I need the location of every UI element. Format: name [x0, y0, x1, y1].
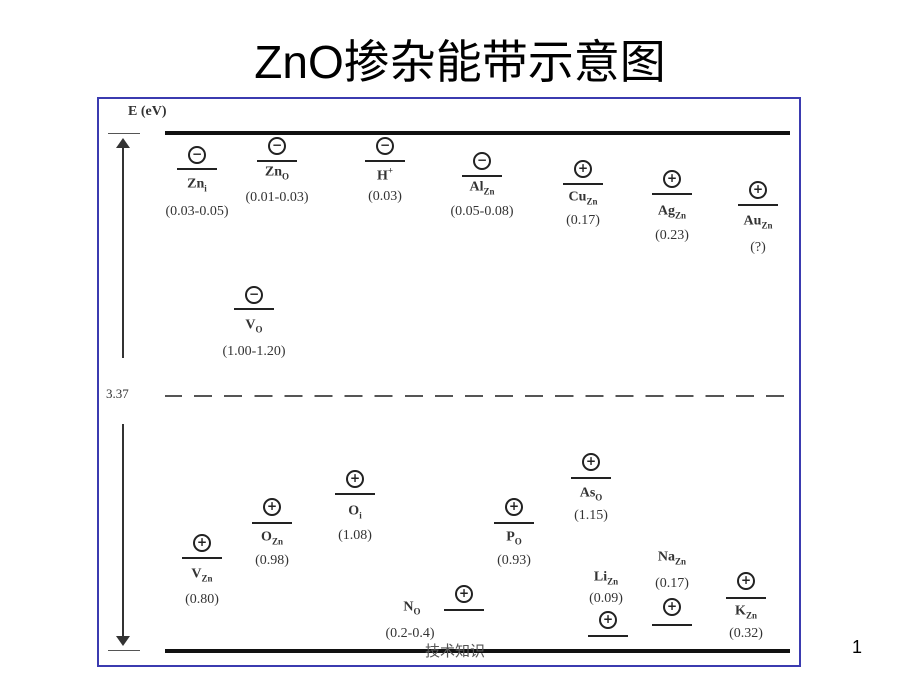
- defect-label: LiZn: [593, 569, 619, 587]
- conduction-band: [165, 131, 790, 135]
- defect-energy: (0.03): [368, 189, 402, 204]
- defect-energy: (0.32): [729, 626, 763, 641]
- defect-label: ZnO: [264, 164, 290, 182]
- defect-label: VO: [245, 317, 263, 335]
- plus-charge-icon: +: [346, 470, 364, 488]
- defect-level-line: [571, 477, 611, 479]
- defect-energy: (0.80): [185, 592, 219, 607]
- defect-label: Zni: [187, 176, 207, 194]
- defect-label: CuZn: [568, 189, 598, 207]
- defect-label: Oi: [348, 503, 362, 521]
- plus-charge-icon: +: [455, 585, 473, 603]
- plus-charge-icon: +: [193, 534, 211, 552]
- plus-charge-icon: +: [574, 160, 592, 178]
- minus-charge-icon: −: [268, 137, 286, 155]
- defect-level-line: [182, 557, 222, 559]
- minus-charge-icon: −: [473, 152, 491, 170]
- defect-energy: (0.93): [497, 553, 531, 568]
- axis-tick-top: [108, 133, 140, 134]
- plus-charge-icon: +: [599, 611, 617, 629]
- defect-level-line: [494, 522, 534, 524]
- defect-energy: (0.23): [655, 228, 689, 243]
- defect-energy: (0.17): [655, 576, 689, 591]
- defect-level-line: [335, 493, 375, 495]
- defect-energy: (0.03-0.05): [165, 204, 229, 219]
- energy-axis-label: E (eV): [128, 104, 167, 119]
- defect-label: AuZn: [743, 213, 773, 231]
- defect-label: KZn: [735, 603, 757, 621]
- gap-label: 3.37: [106, 386, 129, 401]
- watermark: 技术知识: [425, 644, 486, 660]
- defect-energy: (0.09): [589, 591, 623, 606]
- defect-energy: (0.17): [566, 213, 600, 228]
- defect-level-line: [252, 522, 292, 524]
- defect-label: PO: [506, 529, 522, 547]
- plus-charge-icon: +: [749, 181, 767, 199]
- defect-energy: (0.2-0.4): [385, 626, 435, 641]
- defect-label: AsO: [579, 485, 603, 503]
- defect-energy: (1.15): [574, 508, 608, 523]
- plus-charge-icon: +: [582, 453, 600, 471]
- defect-label: NO: [403, 599, 421, 617]
- plus-charge-icon: +: [663, 170, 681, 188]
- plus-charge-icon: +: [263, 498, 281, 516]
- defect-energy: (?): [750, 240, 766, 255]
- defect-level-line: [563, 183, 603, 185]
- defect-label: NaZn: [657, 549, 687, 567]
- axis-arrow-up: [122, 146, 124, 358]
- minus-charge-icon: −: [376, 137, 394, 155]
- diagram-frame: [97, 97, 801, 667]
- arrow-up-icon: [116, 138, 130, 148]
- valence-band: [165, 649, 790, 653]
- defect-level-line: [177, 168, 217, 170]
- defect-energy: (0.98): [255, 553, 289, 568]
- plus-charge-icon: +: [663, 598, 681, 616]
- defect-level-line: [652, 624, 692, 626]
- defect-level-line: [726, 597, 766, 599]
- defect-energy: (0.05-0.08): [450, 204, 514, 219]
- defect-level-line: [588, 635, 628, 637]
- minus-charge-icon: −: [188, 146, 206, 164]
- defect-level-line: [444, 609, 484, 611]
- defect-level-line: [234, 308, 274, 310]
- defect-label: OZn: [261, 529, 283, 547]
- defect-level-line: [257, 160, 297, 162]
- slide-title: ZnO掺杂能带示意图: [254, 36, 666, 88]
- plus-charge-icon: +: [737, 572, 755, 590]
- defect-energy: (1.08): [338, 528, 372, 543]
- arrow-down-icon: [116, 636, 130, 646]
- plus-charge-icon: +: [505, 498, 523, 516]
- defect-energy: (0.01-0.03): [245, 190, 309, 205]
- defect-label: AgZn: [657, 203, 687, 221]
- defect-level-line: [652, 193, 692, 195]
- defect-label: AlZn: [469, 179, 495, 197]
- defect-level-line: [462, 175, 502, 177]
- axis-tick-bottom: [108, 650, 140, 651]
- defect-energy: (1.00-1.20): [222, 344, 286, 359]
- defect-level-line: [365, 160, 405, 162]
- page-number: 1: [851, 637, 862, 657]
- defect-label: H+: [376, 165, 394, 184]
- axis-arrow-down: [122, 424, 124, 636]
- defect-label: VZn: [191, 566, 213, 584]
- defect-level-line: [738, 204, 778, 206]
- fermi-midgap-line: [165, 395, 790, 397]
- minus-charge-icon: −: [245, 286, 263, 304]
